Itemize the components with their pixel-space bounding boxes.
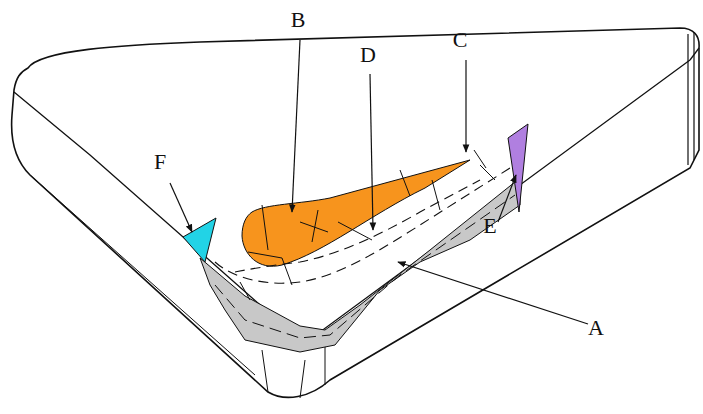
callout-letter: A bbox=[588, 317, 604, 339]
callout-letter: F bbox=[154, 151, 166, 173]
callout-letter: D bbox=[360, 44, 376, 66]
callout-wrapper: F bbox=[154, 151, 166, 173]
callout-wrapper: E bbox=[483, 215, 496, 237]
callout-wrapper: C bbox=[453, 29, 468, 51]
callout-wrapper: B bbox=[291, 9, 306, 31]
callout-letter: B bbox=[291, 9, 306, 31]
callout-wrapper: D bbox=[360, 44, 376, 66]
callout-wrapper: A bbox=[588, 317, 604, 339]
callout-letter: E bbox=[483, 215, 496, 237]
callout-letter: C bbox=[453, 29, 468, 51]
